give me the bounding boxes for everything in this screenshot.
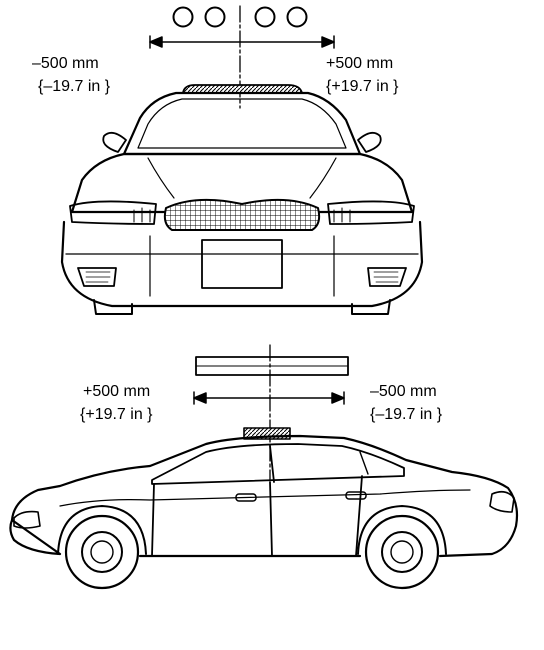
- side-roof-antenna: [243, 427, 291, 440]
- front-grille: [163, 198, 321, 231]
- front-labels: –500 mm {–19.7 in } +500 mm {+19.7 in }: [32, 55, 399, 95]
- front-right-offset-mm: +500 mm: [326, 55, 393, 72]
- side-right-offset-in: {–19.7 in }: [370, 406, 443, 423]
- circle-3: [254, 6, 276, 28]
- front-dimension-arrows: [149, 35, 335, 49]
- side-rear-wheel: [364, 514, 440, 590]
- circle-2: [204, 6, 226, 28]
- front-license-plate: [201, 239, 283, 289]
- side-front-wheel: [64, 514, 140, 590]
- circle-1: [172, 6, 194, 28]
- side-view: [9, 344, 519, 590]
- front-right-mirror: [357, 131, 382, 153]
- front-right-tire: [351, 299, 391, 315]
- front-left-offset-in: {–19.7 in }: [38, 78, 111, 95]
- front-view: [60, 5, 424, 315]
- side-body: [9, 434, 519, 558]
- front-right-offset-in: {+19.7 in }: [326, 78, 399, 95]
- front-bumper: [60, 220, 424, 308]
- front-left-offset-mm: –500 mm: [32, 55, 99, 72]
- side-right-offset-mm: –500 mm: [370, 383, 437, 400]
- front-left-fog-light: [77, 267, 117, 287]
- side-front-light: [13, 510, 41, 529]
- side-labels: +500 mm {+19.7 in } –500 mm {–19.7 in }: [80, 383, 443, 423]
- side-rear-door-handle: [345, 491, 367, 500]
- front-left-mirror: [102, 131, 127, 153]
- front-roof-windshield: [122, 91, 362, 156]
- front-roof-antenna: [182, 84, 303, 94]
- front-circles: [172, 6, 308, 28]
- side-windows: [151, 443, 405, 485]
- front-right-fog-light: [367, 267, 407, 287]
- side-left-offset-mm: +500 mm: [83, 383, 150, 400]
- side-rear-light: [489, 490, 515, 513]
- side-front-door: [151, 481, 273, 557]
- front-hood: [70, 152, 414, 214]
- side-rear-door: [355, 475, 363, 557]
- circle-4: [286, 6, 308, 28]
- front-windshield-inner: [137, 98, 347, 149]
- front-left-tire: [93, 299, 133, 315]
- side-left-offset-in: {+19.7 in }: [80, 406, 153, 423]
- side-dimension-arrows: [193, 391, 345, 405]
- front-left-headlight: [69, 200, 157, 225]
- front-right-headlight: [327, 200, 415, 225]
